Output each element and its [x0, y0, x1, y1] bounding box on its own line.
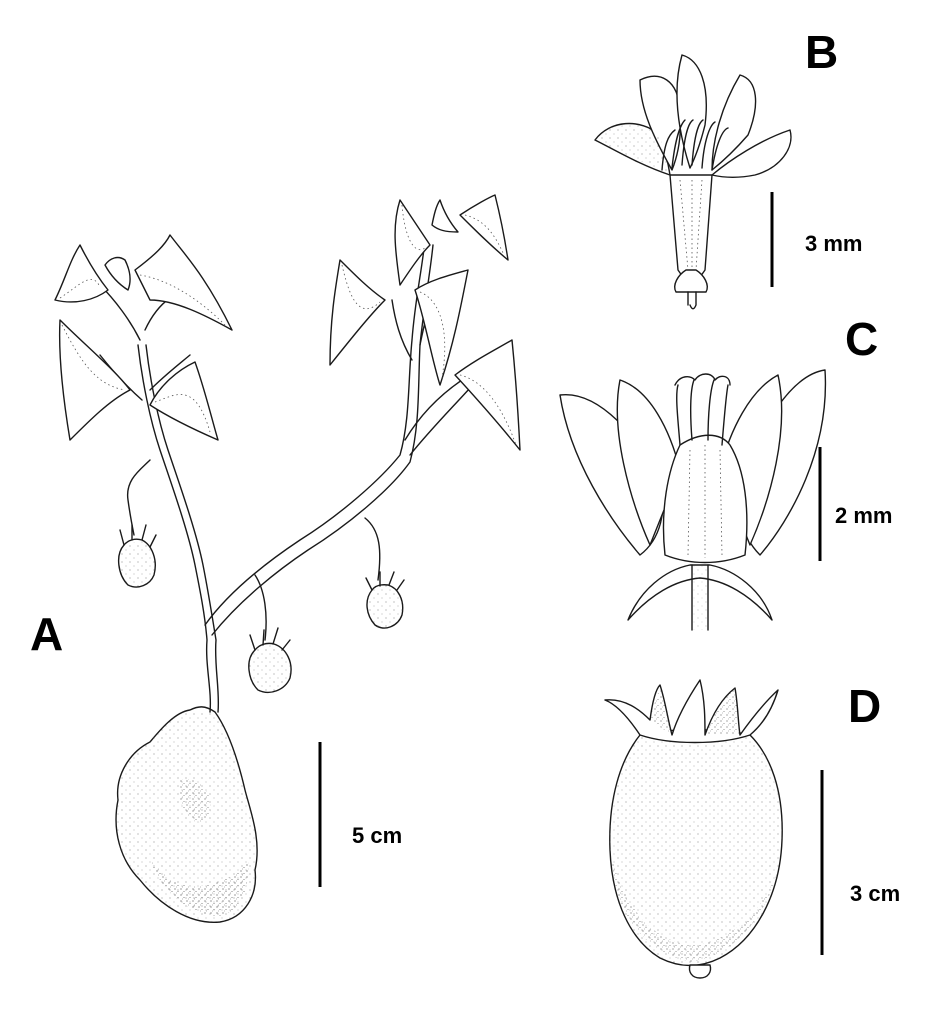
- panel-b-flower-drawing: [594, 54, 792, 310]
- scale-label-b: 3 mm: [805, 231, 862, 256]
- leaves-left-cluster: [54, 234, 233, 441]
- scale-label-a: 5 cm: [352, 823, 402, 848]
- panel-c-letter: C: [845, 313, 878, 365]
- fruit-3: [365, 571, 405, 629]
- panel-a-plant-drawing: [54, 194, 521, 923]
- panel-a-letter: A: [30, 608, 63, 660]
- main-stem: [137, 344, 212, 713]
- leaves-right-cluster: [329, 194, 521, 451]
- panel-d-letter: D: [848, 680, 881, 732]
- panel-d-fruit-drawing: [604, 679, 783, 979]
- panel-b-letter: B: [805, 26, 838, 78]
- right-stem: [204, 239, 426, 626]
- panel-c-flower-drawing: [559, 369, 827, 631]
- scale-label-c: 2 mm: [835, 503, 892, 528]
- fruit-2: [248, 627, 292, 694]
- scale-label-d: 3 cm: [850, 881, 900, 906]
- fruit-1: [117, 524, 157, 588]
